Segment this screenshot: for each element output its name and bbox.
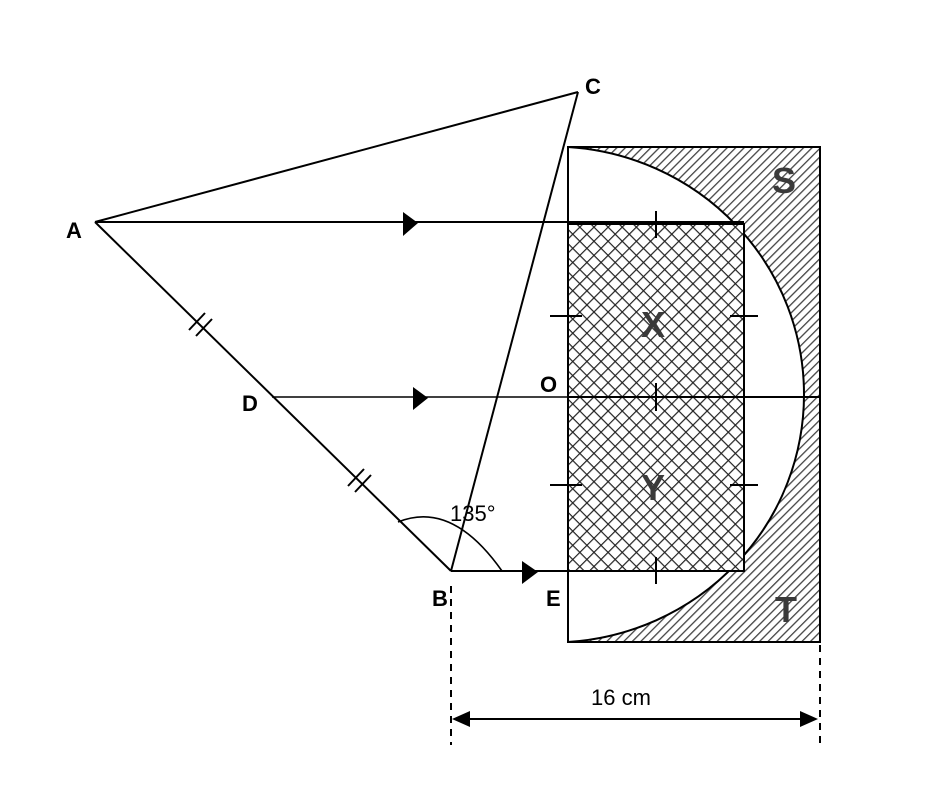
arrow-marker-B (522, 561, 538, 584)
dimension-arrow-left (452, 711, 470, 727)
semicircle-arc (567, 146, 806, 643)
label-Y: Y (641, 467, 665, 508)
line-CB (450, 91, 579, 572)
shaded-region (568, 147, 820, 642)
dimension-arrow-right (800, 711, 818, 727)
arrow-marker-D (413, 387, 428, 410)
label-D: D (242, 391, 258, 416)
equal-length-marks (188, 312, 372, 493)
dimension-label: 16 cm (591, 685, 651, 710)
label-A: A (66, 218, 82, 243)
arrow-marker-A (403, 212, 418, 236)
line-AC (94, 91, 579, 223)
label-T: T (775, 589, 797, 630)
label-B: B (432, 586, 448, 611)
label-S: S (772, 160, 796, 201)
label-E: E (546, 586, 561, 611)
angle-arc (397, 516, 503, 572)
label-X: X (641, 304, 665, 345)
rectangle-tick-marks (550, 211, 758, 584)
angle-label: 135° (450, 501, 496, 526)
label-O: O (540, 372, 557, 397)
label-C: C (585, 74, 601, 99)
